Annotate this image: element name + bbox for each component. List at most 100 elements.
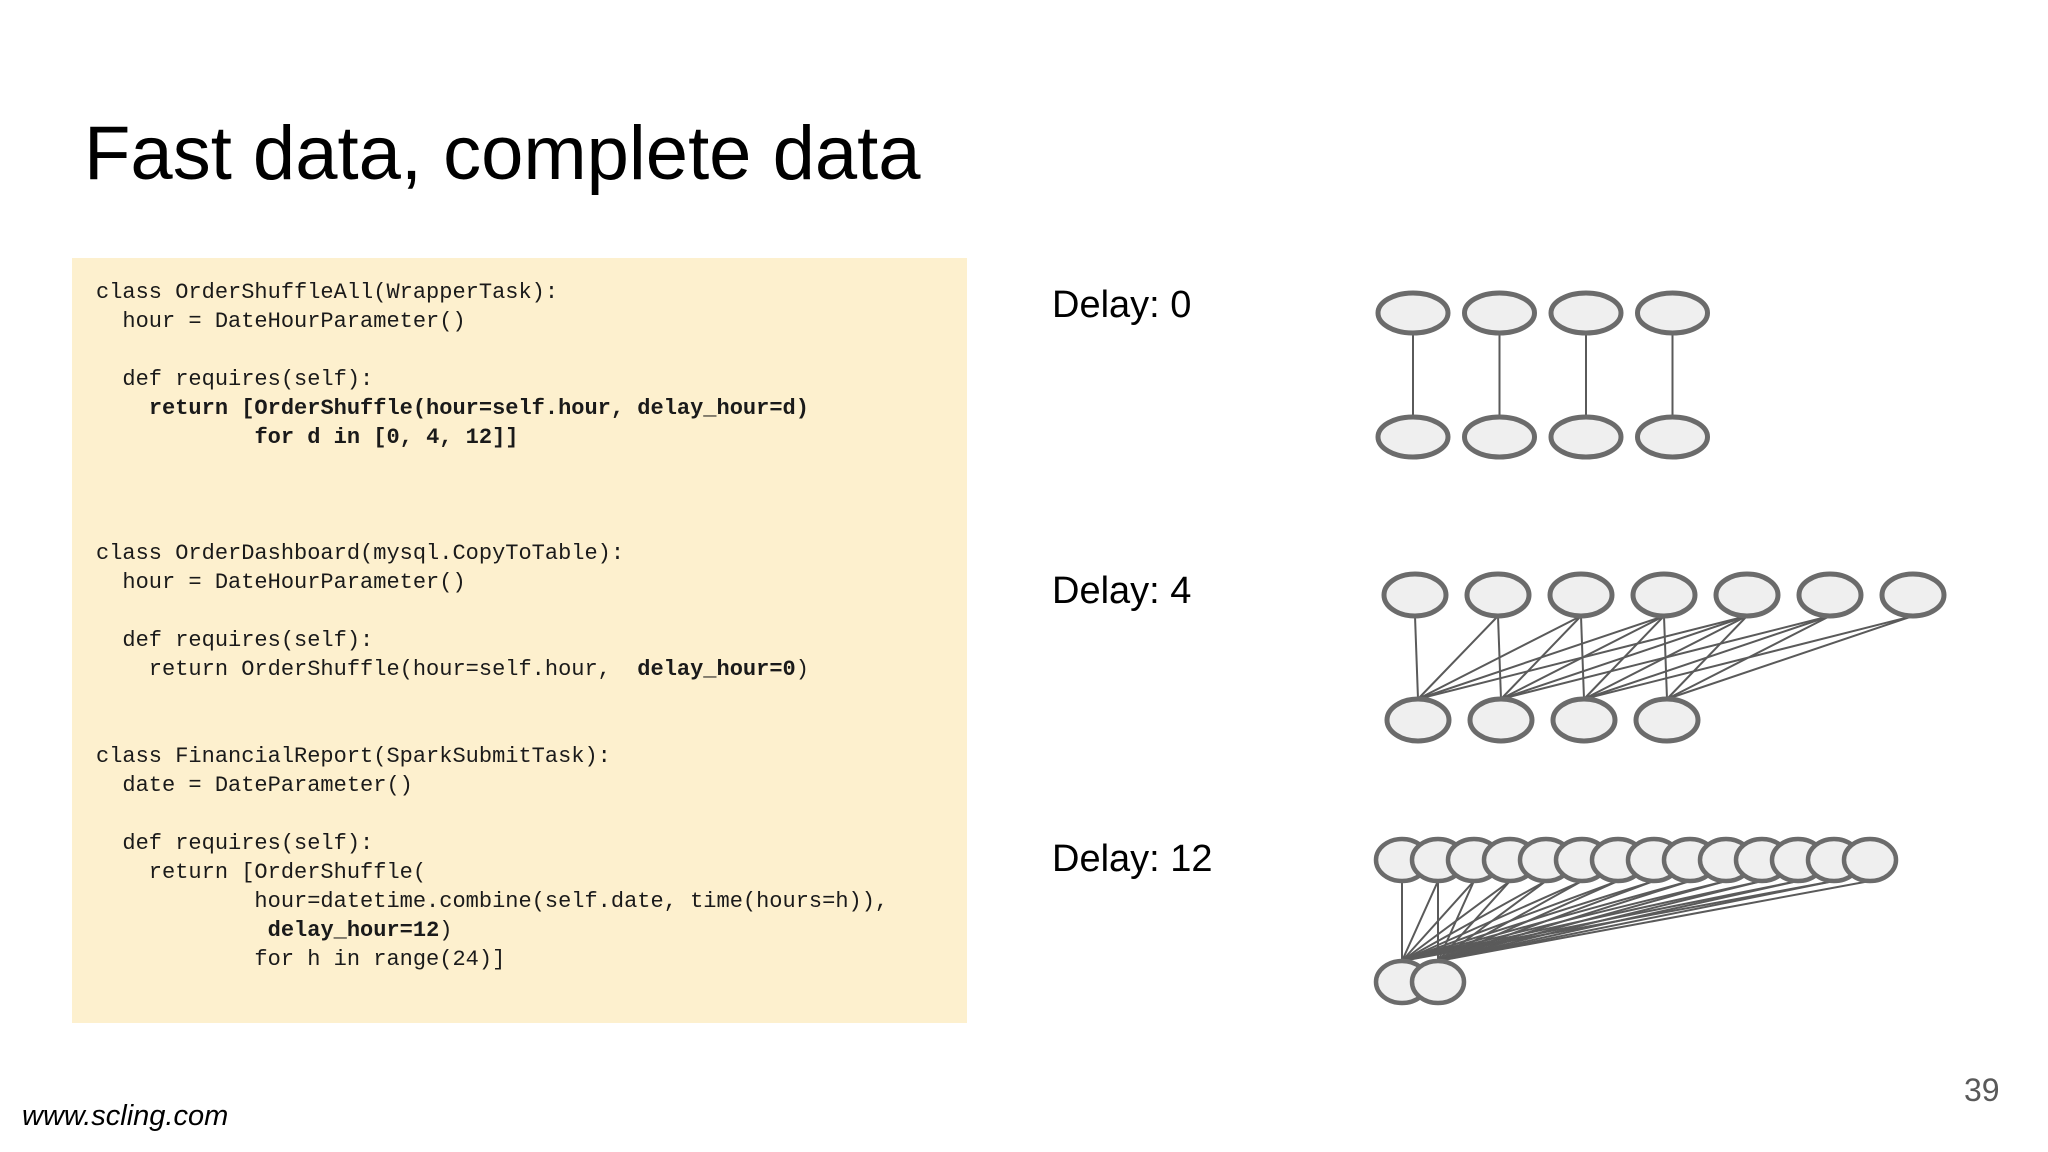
code-line: for h in range(24)] [96, 947, 506, 972]
dag-edge [1401, 880, 1583, 962]
dag-node-top [1381, 571, 1449, 619]
dag-edge [1401, 880, 1691, 962]
dag-edge [1663, 615, 1668, 700]
dag-node-top [1517, 836, 1575, 884]
page-number: 39 [1964, 1072, 2000, 1108]
code-line: return OrderShuffle(hour=self.hour, dela… [96, 657, 809, 682]
code-line: return [OrderShuffle(hour=self.hour, del… [148, 396, 809, 421]
code-line: class OrderShuffleAll(WrapperTask): [96, 280, 559, 305]
dag-node-top [1733, 836, 1791, 884]
code-line [96, 481, 943, 510]
page-title: Fast data, complete data [84, 111, 921, 196]
code-line: hour = DateHourParameter() [96, 309, 466, 334]
code-line: def requires(self): [96, 628, 374, 653]
dag-node-top [1547, 571, 1615, 619]
code-line: class OrderDashboard(mysql.CopyToTable): [96, 541, 625, 566]
code-line [96, 597, 943, 626]
dag-node-top [1373, 836, 1431, 884]
dag-edge [1417, 615, 1665, 700]
dag-edge [1437, 880, 1655, 962]
dag-node-bottom [1409, 958, 1467, 1006]
delay-label-0: Delay: 0 [1052, 284, 1192, 326]
dag-node-bottom [1635, 414, 1710, 460]
code-line: def requires(self): [96, 367, 374, 392]
dag-edge [1437, 880, 1511, 962]
dag-edge [1417, 615, 1582, 700]
dag-edge [1401, 880, 1619, 962]
dag-delay-4 [1381, 571, 1947, 744]
dag-edge [1666, 615, 1748, 700]
dag-edge [1401, 880, 1547, 962]
dag-edge [1580, 615, 1585, 700]
code-line: date = DateParameter() [96, 773, 413, 798]
dag-node-bottom [1384, 696, 1452, 744]
dag-edge [1437, 880, 1727, 962]
code-block: class OrderShuffleAll(WrapperTask): hour… [72, 258, 967, 1023]
code-pre: class OrderShuffleAll(WrapperTask): hour… [96, 278, 943, 974]
dag-node-bottom [1633, 696, 1701, 744]
dag-node-top [1625, 836, 1683, 884]
dag-node-bottom [1550, 696, 1618, 744]
dag-edge [1500, 615, 1748, 700]
dag-node-bottom [1375, 414, 1451, 460]
code-line [96, 713, 943, 742]
dag-node-bottom [1462, 414, 1537, 460]
delay-label-12: Delay: 12 [1052, 838, 1213, 880]
code-line [96, 510, 943, 539]
code-line: return [OrderShuffle( [96, 860, 427, 885]
dag-node-top [1481, 836, 1539, 884]
dag-delay-12 [1373, 836, 1899, 1006]
dag-edge [1401, 880, 1727, 962]
code-line: hour=datetime.combine(self.date, time(ho… [96, 889, 889, 914]
dag-node-top [1548, 290, 1624, 336]
dag-edge [1583, 615, 1831, 700]
dag-node-top [1589, 836, 1647, 884]
dag-edge [1437, 880, 1871, 962]
dag-node-bottom [1548, 414, 1624, 460]
code-line: delay_hour=12) [267, 918, 453, 943]
dag-edge [1583, 615, 1748, 700]
dag-node-top [1796, 571, 1864, 619]
dag-delay-0 [1375, 290, 1710, 460]
dag-edge [1437, 880, 1835, 962]
code-line: class FinancialReport(SparkSubmitTask): [96, 744, 611, 769]
dag-edge [1401, 880, 1835, 962]
dag-edge [1500, 615, 1831, 700]
dag-node-top [1697, 836, 1755, 884]
dag-node-top [1713, 571, 1781, 619]
dag-node-top [1879, 571, 1947, 619]
dag-node-top [1375, 290, 1451, 336]
dag-edge [1401, 880, 1763, 962]
dag-node-bottom [1373, 958, 1431, 1006]
code-line [96, 800, 943, 829]
dag-edge [1437, 880, 1763, 962]
code-line: def requires(self): [96, 831, 374, 856]
dag-node-top [1464, 571, 1532, 619]
dag-node-top [1409, 836, 1467, 884]
dag-edge [1437, 880, 1799, 962]
dag-node-top [1769, 836, 1827, 884]
delay-label-4: Delay: 4 [1052, 570, 1192, 612]
dag-node-top [1553, 836, 1611, 884]
dag-node-top [1661, 836, 1719, 884]
dag-edge [1583, 615, 1914, 700]
footer-url: www.scling.com [22, 1100, 229, 1132]
dag-edge [1437, 880, 1583, 962]
code-line [96, 452, 943, 481]
dag-edge [1583, 615, 1665, 700]
dag-node-top [1462, 290, 1537, 336]
dag-edge [1437, 880, 1691, 962]
code-line [96, 336, 943, 365]
dag-node-top [1445, 836, 1503, 884]
dag-edge [1500, 615, 1665, 700]
code-line [96, 684, 943, 713]
dag-edge [1417, 615, 1499, 700]
dag-edge [1666, 615, 1831, 700]
dag-edge [1401, 880, 1799, 962]
dag-edge [1414, 615, 1419, 700]
dag-node-top [1630, 571, 1698, 619]
code-line: hour = DateHourParameter() [96, 570, 466, 595]
dag-edge [1666, 615, 1914, 700]
dag-edge [1401, 880, 1511, 962]
dag-node-bottom [1467, 696, 1535, 744]
